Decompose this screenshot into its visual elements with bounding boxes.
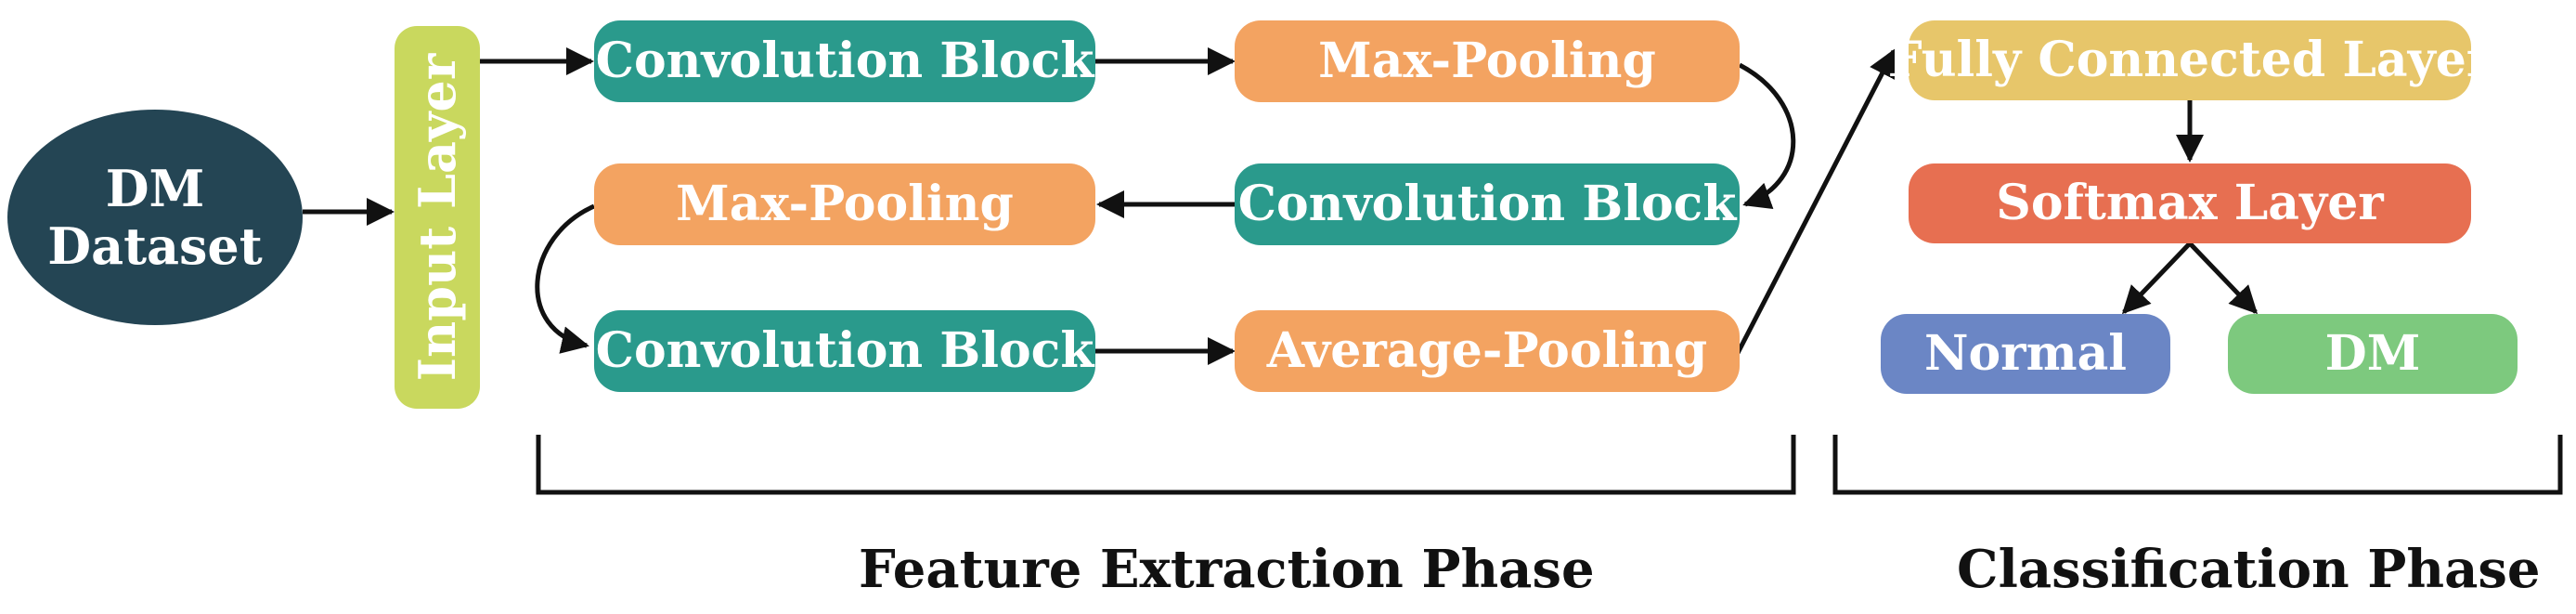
softmax-layer-label: Softmax Layer <box>1996 175 2384 232</box>
average-pooling: Average-Pooling <box>1235 310 1740 392</box>
arrow-avgpool-to-fc <box>1735 48 1896 355</box>
arrow-maxpool2-to-conv3 <box>535 203 596 354</box>
normal-output: Normal <box>1881 314 2170 394</box>
convolution-block-2: Convolution Block <box>1235 163 1740 245</box>
max-pooling-1: Max-Pooling <box>1235 20 1740 102</box>
convolution-block-2-label: Convolution Block <box>1237 176 1737 233</box>
convolution-block-1: Convolution Block <box>594 20 1095 102</box>
dm-dataset-node: DM Dataset <box>7 110 303 325</box>
convolution-block-3-label: Convolution Block <box>595 322 1094 380</box>
classification-phase-label: Classification Phase <box>1957 539 2541 600</box>
arrow-softmax-to-dm <box>2188 242 2259 315</box>
max-pooling-2: Max-Pooling <box>594 163 1095 245</box>
convolution-block-3: Convolution Block <box>594 310 1095 392</box>
convolution-block-1-label: Convolution Block <box>595 33 1094 90</box>
dm-dataset-label: DM Dataset <box>47 158 263 276</box>
max-pooling-1-label: Max-Pooling <box>1318 33 1656 90</box>
fully-connected-layer: Fully Connected Layer <box>1888 20 2492 100</box>
arrow-softmax-to-normal <box>2121 242 2192 315</box>
input-layer-node: Input Layer <box>395 26 480 409</box>
dm-output: DM <box>2228 314 2518 394</box>
feature-extraction-phase-label: Feature Extraction Phase <box>859 539 1595 600</box>
arrow-maxpool1-to-conv2 <box>1738 62 1796 210</box>
normal-output-label: Normal <box>1923 325 2128 383</box>
bracket-feature-extraction <box>536 435 1796 495</box>
max-pooling-2-label: Max-Pooling <box>676 176 1014 233</box>
input-layer-label: Input Layer <box>407 53 467 382</box>
dm-output-label: DM <box>2324 325 2421 383</box>
average-pooling-label: Average-Pooling <box>1266 322 1708 380</box>
fully-connected-layer-label: Fully Connected Layer <box>1887 32 2492 89</box>
bracket-classification <box>1832 435 2563 495</box>
softmax-layer: Softmax Layer <box>1909 163 2471 243</box>
